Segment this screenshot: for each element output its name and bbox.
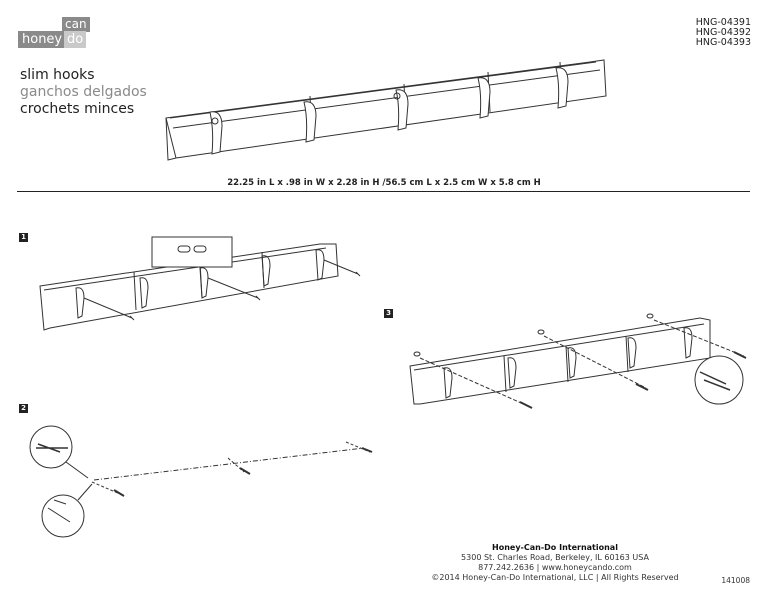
model-number: HNG-04391: [695, 17, 751, 28]
logo-honey: honey: [18, 31, 67, 48]
step-1-marker: 1: [19, 233, 28, 242]
step-3-illustration: [409, 313, 747, 409]
company-contact: 877.242.2636 | www.honeycando.com: [478, 563, 632, 572]
copyright: ©2014 Honey-Can-Do International, LLC | …: [431, 573, 679, 582]
model-number: HNG-04392: [695, 27, 751, 38]
divider: [17, 191, 750, 192]
model-number: HNG-04393: [695, 37, 751, 48]
company-name: Honey-Can-Do International: [492, 543, 618, 552]
logo-can: can: [62, 17, 90, 32]
step-3-marker: 3: [384, 309, 393, 318]
product-dimensions: 22.25 in L x .98 in W x 2.28 in H /56.5 …: [227, 178, 541, 188]
logo-do: do: [64, 31, 87, 48]
document-code: 141008: [721, 576, 750, 585]
product-titles: slim hooks ganchos delgados crochets min…: [20, 67, 147, 118]
product-hero-illustration: [165, 59, 607, 161]
step-1-illustration: [39, 236, 361, 331]
title-english: slim hooks: [20, 67, 95, 83]
title-spanish: ganchos delgados: [20, 84, 147, 100]
step-2-illustration: [29, 425, 373, 538]
title-french: crochets minces: [20, 101, 135, 117]
brand-logo: can honey do: [18, 17, 90, 53]
company-footer: Honey-Can-Do International 5300 St. Char…: [420, 543, 690, 583]
model-numbers: HNG-04391 HNG-04392 HNG-04393: [696, 18, 751, 48]
step-2-marker: 2: [19, 404, 28, 413]
company-address: 5300 St. Charles Road, Berkeley, IL 6016…: [461, 553, 649, 562]
